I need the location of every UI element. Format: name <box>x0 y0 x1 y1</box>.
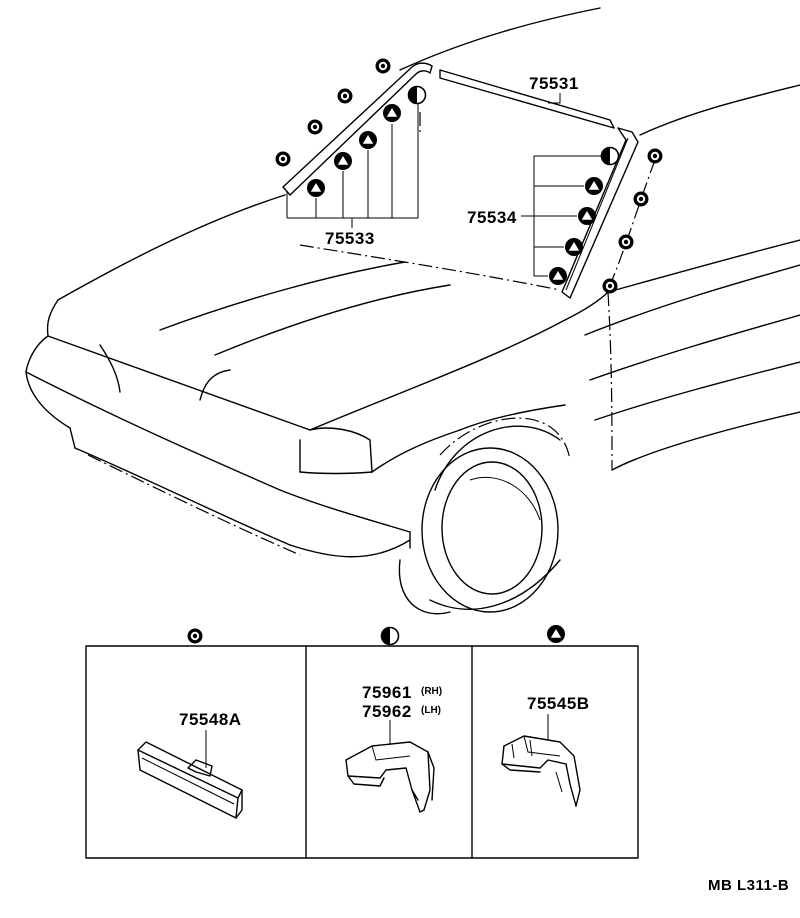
part-label-75533: 75533 <box>325 229 375 248</box>
parts-table <box>85 645 639 859</box>
right-pillar-edge <box>607 159 656 291</box>
clip-75545b-drawing <box>501 714 581 807</box>
triangle-clip-icon <box>585 177 603 195</box>
diagram-code: MB L311-B <box>708 877 789 894</box>
panel-2-part-number-lh: 75962 <box>362 702 412 721</box>
panel-symbol-half-icon <box>380 626 400 646</box>
triangle-clip-icon <box>549 267 567 285</box>
dot-fastener-icon <box>275 151 291 167</box>
leader-lines <box>286 93 601 277</box>
triangle-clip-icon <box>565 238 583 256</box>
dot-fastener-icon <box>307 119 323 135</box>
windshield-moulding-right <box>561 127 639 299</box>
panel-symbol-dot-icon <box>187 628 203 644</box>
triangle-clip-icon <box>383 104 401 122</box>
triangle-clip-icon <box>334 152 352 170</box>
panel-2-part-number-rh: 75961 <box>362 683 412 702</box>
panel-2-lh-tag: (LH) <box>421 705 441 716</box>
panel-1-part-number: 75548A <box>179 710 242 729</box>
panel-2-rh-tag: (RH) <box>421 686 442 697</box>
clip-75548a-drawing <box>137 730 243 819</box>
dot-fastener-icon <box>337 88 353 104</box>
triangle-clip-icon <box>307 179 325 197</box>
dot-fastener-icon <box>618 234 634 250</box>
triangle-clip-icon <box>359 131 377 149</box>
part-label-75534: 75534 <box>467 208 517 227</box>
windshield-moulding-left <box>282 62 433 196</box>
part-label-75531: 75531 <box>529 74 579 93</box>
panel-3-part-number: 75545B <box>527 694 590 713</box>
half-clip-icon <box>407 85 427 105</box>
triangle-clip-icon <box>578 207 596 225</box>
car-body-outline <box>25 7 800 615</box>
panel-symbol-triangle-icon <box>547 625 565 643</box>
clip-75961-drawing <box>345 720 435 813</box>
half-clip-icon <box>600 146 620 166</box>
windshield-moulding-top <box>439 69 615 129</box>
dot-fastener-icon <box>375 58 391 74</box>
dot-fastener-icon <box>647 148 663 164</box>
dot-fastener-icon <box>633 191 649 207</box>
dot-fastener-icon <box>602 278 618 294</box>
